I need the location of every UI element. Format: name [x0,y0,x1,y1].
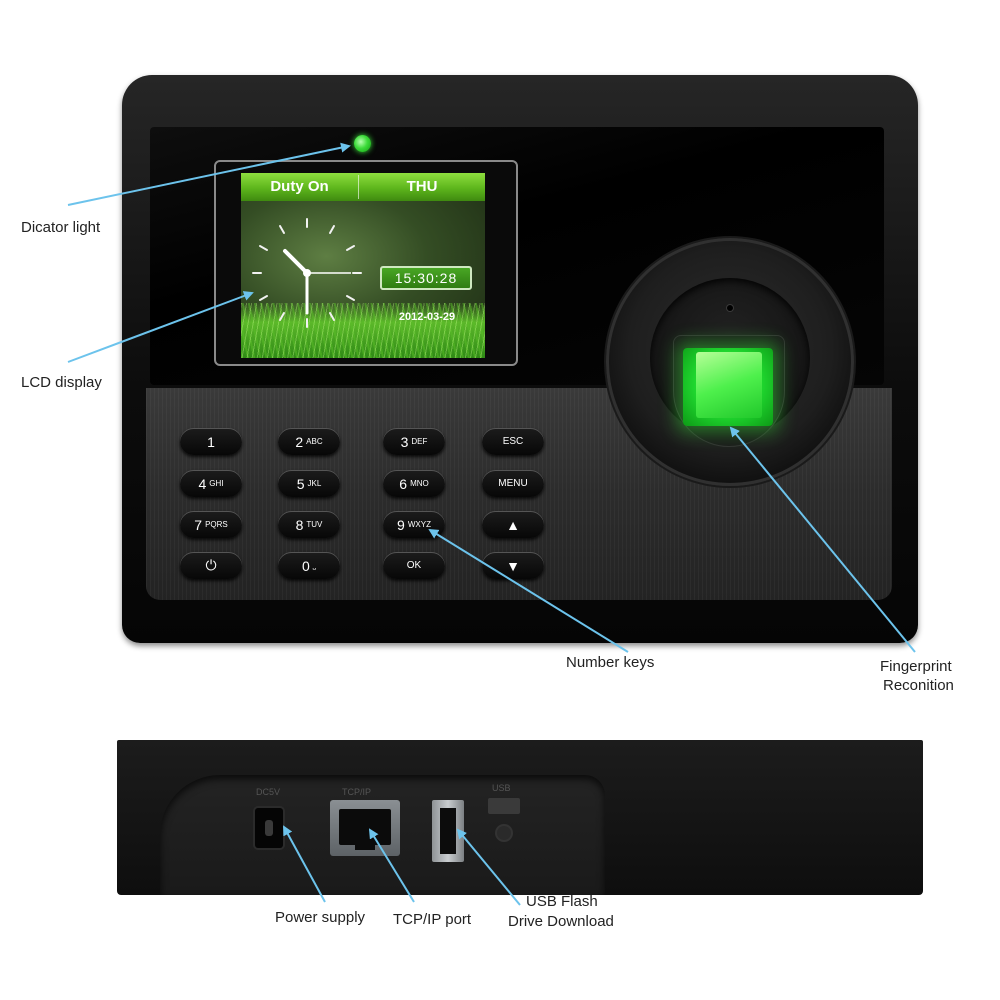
rj45-port-tab [355,842,375,850]
key-number: 7 [194,516,203,533]
key-letters: DEF [411,437,428,446]
key-letters: PQRS [205,520,228,529]
power-icon: ⏻ [205,557,217,573]
callout-number-keys: Number keys [566,654,655,671]
lcd-time: 15:30:28 [380,266,472,290]
lcd-grass-background [241,303,485,358]
lcd-duty-status: Duty On [270,178,329,195]
callout-tcp-ip-port: TCP/IP port [393,911,472,928]
usb-port-label: USB [492,783,511,793]
screw-icon [497,826,511,840]
callout-power-supply: Power supply [275,909,366,926]
key-number: 1 [207,433,215,450]
lcd-weekday: THU [406,178,438,195]
key-label: ESC [502,436,524,447]
key-esc[interactable]: ESC [482,428,544,455]
key-1[interactable]: 1 [180,428,242,455]
key-letters: ABC [306,437,323,446]
dc-port-label: DC5V [256,787,281,797]
key-letters: JKL [307,479,322,488]
key-label: OK [406,560,422,571]
key-label: MENU [498,478,528,489]
lan-port-label: TCP/IP [342,787,372,797]
callout-usb-line1: USB Flash [526,893,598,910]
key-ok[interactable]: OK [383,552,445,579]
key-0[interactable]: 0⎵ [278,552,340,579]
callout-usb-line2: Drive Download [508,913,614,930]
key-letters: WXYZ [407,520,431,529]
key-number: 6 [399,475,408,492]
key-number: 2 [295,433,304,450]
up-arrow-icon: ▲ [506,516,520,533]
fingerprint-sensor-window[interactable] [696,352,762,418]
key-letters: GHI [209,479,224,488]
analog-clock-icon [252,218,362,328]
callout-lcd-display: LCD display [21,374,102,391]
key-number: 4 [198,475,207,492]
usb-port-opening [440,808,456,854]
key-letters: TUV [306,520,323,529]
key-letters: ⎵ [312,560,316,570]
camera-hole [727,305,733,311]
key-number: 5 [296,475,305,492]
lcd-display: Duty On THU 15:30:28 2012-03-29 [241,173,485,358]
key-letters: MNO [410,479,429,488]
indicator-light [354,135,371,152]
key-number: 8 [295,516,304,533]
mini-usb-port[interactable] [488,798,520,814]
callout-indicator-light: Dicator light [21,219,101,236]
key-number: 9 [397,516,405,533]
key-up[interactable]: ▲ [482,511,544,538]
key-power[interactable]: ⏻ [180,552,242,579]
key-menu[interactable]: MENU [482,470,544,497]
key-down[interactable]: ▼ [482,552,544,579]
callout-fingerprint-line1: Fingerprint [880,658,952,675]
lcd-date: 2012-03-29 [398,311,456,323]
lcd-header-divider [358,175,359,199]
key-number: 3 [400,433,409,450]
down-arrow-icon: ▼ [506,557,520,574]
callout-fingerprint-line2: Reconition [883,677,954,694]
power-jack-pin [265,820,273,836]
rj45-port-opening [339,809,391,845]
key-number: 0 [302,557,310,574]
